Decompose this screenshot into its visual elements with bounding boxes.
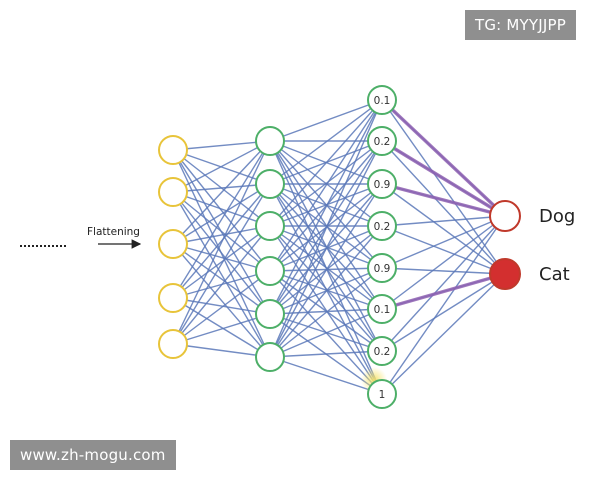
fc-node [367, 126, 397, 156]
edge-input-hidden [172, 225, 271, 245]
edge-fc-output [381, 215, 506, 227]
watermark-top: TG: MYYJJPP [465, 10, 577, 40]
edge-input-hidden [172, 191, 271, 358]
edge-hidden-fc [269, 99, 383, 185]
edge-input-hidden [172, 243, 271, 315]
edge-input-hidden [172, 183, 271, 345]
input-node [158, 329, 188, 359]
fc-node [367, 253, 397, 283]
edge-input-hidden [172, 191, 271, 227]
fc-node-value: 0.1 [374, 95, 391, 107]
edge-hidden-fc [269, 225, 383, 352]
edge-input-hidden [172, 297, 271, 315]
edge-hidden-fc [269, 99, 383, 358]
fc-node [367, 169, 397, 199]
fc-node-value: 0.1 [374, 304, 391, 316]
edge-fc-output [381, 215, 506, 352]
edge-fc-output [381, 140, 506, 275]
edge-fc-output [381, 273, 506, 352]
edge-hidden-fc [269, 99, 383, 272]
fc-node-value: 0.2 [374, 346, 391, 358]
edge-fc-output [381, 183, 506, 275]
edge-input-hidden [172, 243, 271, 358]
edge-hidden-fc [269, 267, 383, 358]
output-node-cat [489, 258, 521, 290]
highlight-edge [381, 182, 506, 218]
hidden-node [255, 211, 285, 241]
edge-hidden-fc [269, 225, 383, 310]
edge-hidden-fc [269, 99, 383, 227]
hidden-node [255, 256, 285, 286]
fc-node-value: 0.2 [374, 136, 391, 148]
edge-input-hidden [172, 191, 271, 315]
edge-hidden-fc [269, 225, 383, 269]
fc-node-value: 0.9 [374, 179, 391, 191]
fc-node [367, 336, 397, 366]
edge-input-hidden [172, 183, 271, 245]
edge-input-hidden [172, 140, 271, 299]
highlight-edge [381, 139, 506, 218]
fc-node-value: 0.9 [374, 263, 391, 275]
edge-hidden-fc [269, 356, 383, 395]
edge-fc-output [381, 225, 506, 275]
edge-input-hidden [172, 183, 271, 193]
watermark-bottom: www.zh-mogu.com [10, 440, 176, 470]
edge-input-hidden [172, 140, 271, 345]
edge-input-hidden [172, 343, 271, 358]
hidden-node [255, 169, 285, 199]
input-node [158, 283, 188, 313]
edge-hidden-fc [269, 350, 383, 358]
edge-hidden-fc [269, 99, 383, 142]
edge-hidden-fc [269, 140, 383, 310]
edge-fc-output [381, 267, 506, 275]
input-node [158, 229, 188, 259]
fc-node-value: 0.2 [374, 221, 391, 233]
fc-node [367, 85, 397, 115]
edge-hidden-fc [269, 140, 383, 358]
edge-input-hidden [172, 270, 271, 345]
edge-fc-output [381, 99, 506, 275]
edge-input-hidden [172, 297, 271, 358]
edge-hidden-fc [269, 225, 383, 395]
edge-input-hidden [172, 140, 271, 193]
flatten-label: Flattening [87, 226, 140, 238]
highlight-edge [380, 98, 507, 218]
edge-input-hidden [172, 313, 271, 345]
edge-hidden-fc [269, 225, 383, 358]
hidden-node [255, 342, 285, 372]
hidden-node [255, 299, 285, 329]
edge-input-hidden [172, 243, 271, 272]
edge-input-hidden [172, 149, 271, 272]
highlighted-edges [380, 98, 507, 311]
fc-node [367, 294, 397, 324]
network-nodes [158, 85, 521, 409]
fc-node [367, 211, 397, 241]
edge-input-hidden [172, 191, 271, 272]
edge-input-hidden [172, 140, 271, 245]
highlight-edge [381, 272, 506, 311]
edge-fc-output [381, 215, 506, 269]
connection-edges [172, 99, 506, 395]
edge-fc-output [381, 215, 506, 395]
output-node-dog [489, 200, 521, 232]
edge-hidden-fc [269, 99, 383, 315]
edge-fc-output [381, 273, 506, 395]
output-label-dog: Dog [539, 206, 575, 227]
input-node [158, 177, 188, 207]
input-node [158, 135, 188, 165]
edge-input-hidden [172, 225, 271, 299]
edge-input-hidden [172, 225, 271, 345]
fc-node-value: 1 [379, 389, 386, 401]
edge-fc-output [381, 215, 506, 310]
edge-hidden-fc [269, 308, 383, 358]
edge-input-hidden [172, 140, 271, 151]
fc-node [367, 379, 397, 409]
hidden-node [255, 126, 285, 156]
output-label-cat: Cat [539, 264, 570, 285]
edge-hidden-fc [269, 183, 383, 358]
edge-hidden-fc [269, 140, 383, 227]
